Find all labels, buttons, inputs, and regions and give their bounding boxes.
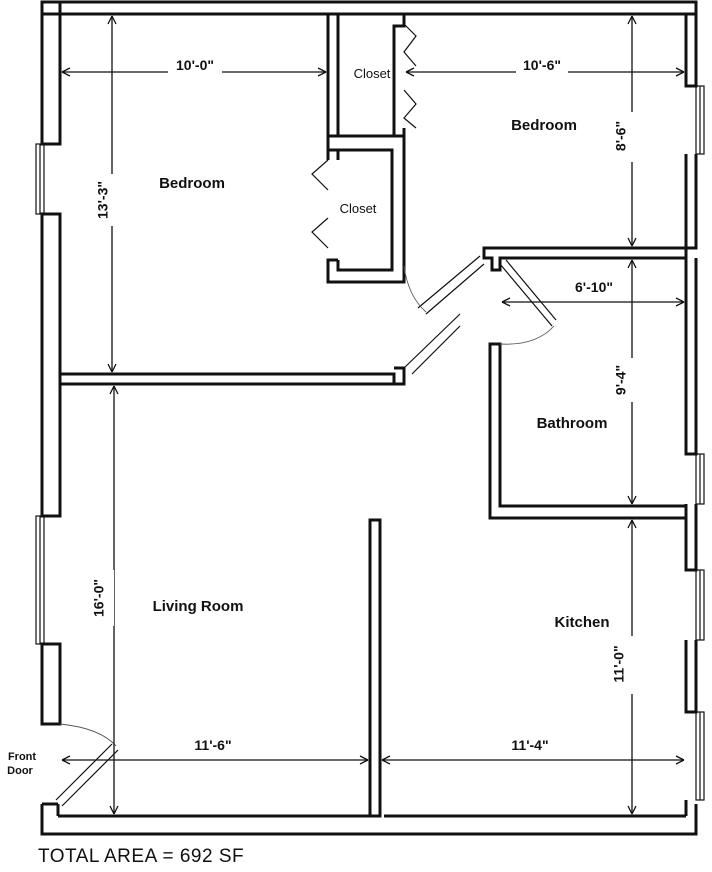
windows [35, 85, 705, 801]
bedroom-1-label: Bedroom [159, 175, 225, 192]
bedroom-1-width-label: 10'-0" [176, 57, 214, 73]
front-door-label-line-2: Door [7, 765, 33, 777]
bedroom-2-width-label: 10'-6" [523, 57, 561, 73]
outer-walls [40, 0, 698, 836]
kitchen-width-label: 11'-4" [511, 737, 548, 753]
living-room-width-label: 11'-6" [194, 737, 231, 753]
kitchen-label: Kitchen [554, 614, 609, 631]
kitchen-depth-label: 11'-0" [611, 645, 627, 682]
room-labels: Bedroom Bedroom Closet Closet Bathroom L… [7, 66, 609, 777]
bathroom-label: Bathroom [537, 415, 608, 432]
doors [55, 23, 557, 807]
closet-2-label: Closet [340, 201, 377, 216]
dimension-labels: 10'-0" 13'-3" 10'-6" 8'-6" 6'-10" 9'-4" … [91, 57, 636, 754]
living-room-depth-label: 16'-0" [91, 579, 107, 617]
living-room-label: Living Room [153, 598, 244, 615]
interior-walls [60, 14, 688, 818]
total-area-caption: TOTAL AREA = 692 SF [38, 846, 245, 867]
bedroom-1-depth-label: 13'-3" [95, 181, 111, 219]
bathroom-depth-label: 9'-4" [613, 365, 629, 395]
bedroom-2-label: Bedroom [511, 117, 577, 134]
closet-1-label: Closet [354, 66, 391, 81]
front-door-label-line-1: Front [8, 751, 36, 763]
bedroom-2-depth-label: 8'-6" [613, 121, 629, 151]
bathroom-width-label: 6'-10" [575, 279, 613, 295]
